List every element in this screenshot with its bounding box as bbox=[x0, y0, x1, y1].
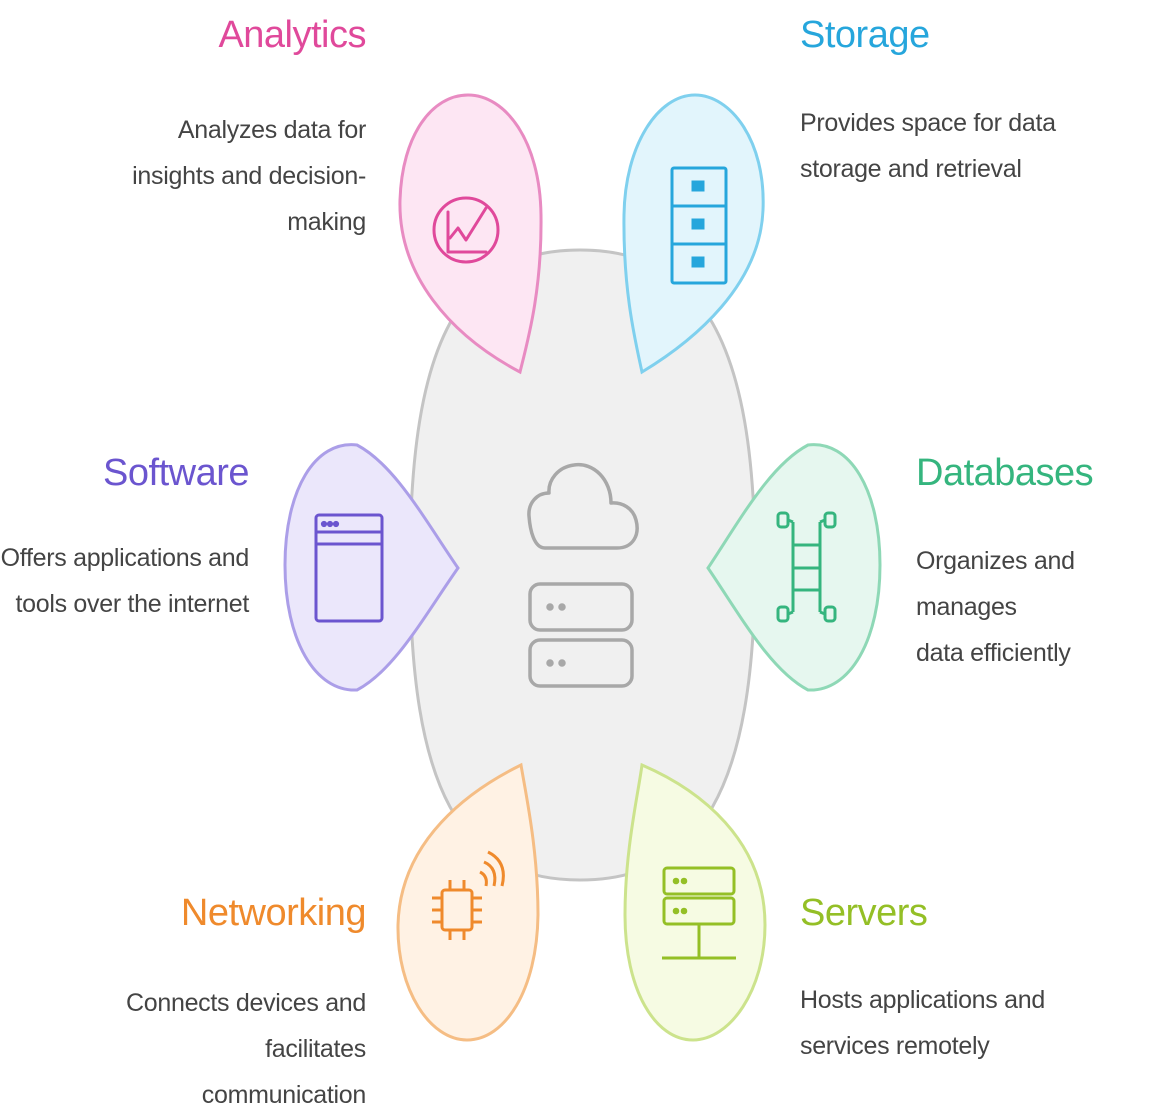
networking-bubble[interactable] bbox=[396, 762, 540, 1042]
center-circle bbox=[408, 248, 757, 882]
servers-desc-line: Hosts applications and bbox=[800, 986, 1045, 1014]
software-title: Software bbox=[103, 452, 249, 494]
servers-description: Hosts applications and services remotely bbox=[800, 977, 1045, 1069]
analytics-description: Analyzes data for insights and decision-… bbox=[132, 107, 366, 245]
analytics-desc-line: Analyzes data for bbox=[177, 116, 366, 144]
databases-desc-line: data efficiently bbox=[916, 639, 1071, 667]
line-chart-icon bbox=[432, 196, 500, 264]
storage-title: Storage bbox=[800, 14, 930, 56]
cloud-icon bbox=[527, 463, 639, 550]
storage-desc-line: storage and retrieval bbox=[800, 155, 1022, 183]
servers-bubble[interactable] bbox=[623, 762, 767, 1042]
server-rack-icon bbox=[528, 582, 634, 688]
networking-description: Connects devices and facilitates communi… bbox=[126, 980, 366, 1118]
chip-wifi-icon bbox=[432, 850, 505, 940]
storage-description: Provides space for data storage and retr… bbox=[800, 100, 1056, 192]
networking-desc-line: communication bbox=[201, 1081, 367, 1109]
databases-desc-line: Organizes and manages bbox=[916, 547, 1075, 621]
software-desc-line: Offers applications and bbox=[0, 544, 250, 572]
analytics-desc-line: insights and decision- bbox=[132, 162, 366, 190]
app-window-icon bbox=[314, 513, 384, 623]
servers-desc-line: services remotely bbox=[800, 1032, 990, 1060]
analytics-bubble[interactable] bbox=[398, 93, 543, 375]
storage-cabinet-icon bbox=[670, 166, 728, 285]
analytics-title: Analytics bbox=[218, 14, 366, 56]
database-network-icon bbox=[776, 511, 837, 623]
center-hub bbox=[408, 248, 757, 882]
software-bubble[interactable] bbox=[283, 443, 460, 692]
software-desc-line: tools over the internet bbox=[15, 590, 249, 618]
networking-desc-line: Connects devices and bbox=[126, 989, 366, 1017]
software-description: Offers applications and tools over the i… bbox=[0, 535, 250, 627]
databases-bubble[interactable] bbox=[706, 443, 882, 692]
networking-desc-line: facilitates bbox=[265, 1035, 366, 1063]
databases-description: Organizes and manages data efficiently bbox=[916, 538, 1163, 676]
databases-title: Databases bbox=[916, 452, 1094, 494]
servers-title: Servers bbox=[800, 892, 928, 934]
storage-bubble[interactable] bbox=[622, 93, 765, 375]
storage-desc-line: Provides space for data bbox=[800, 109, 1056, 137]
server-icon bbox=[662, 866, 736, 960]
analytics-desc-line: making bbox=[287, 208, 366, 236]
networking-title: Networking bbox=[180, 892, 367, 934]
